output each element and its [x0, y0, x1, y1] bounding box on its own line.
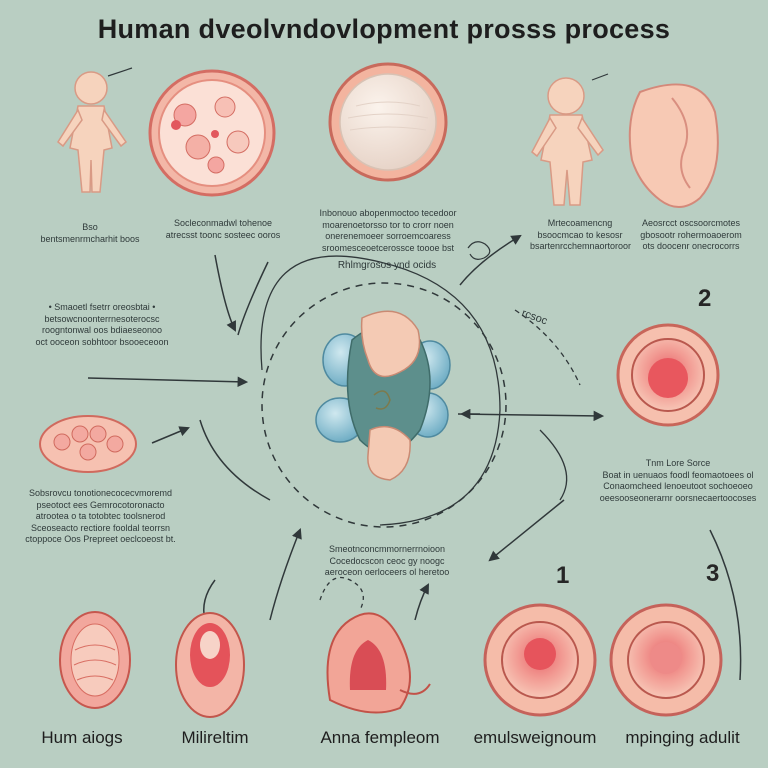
arrow-from-left-cell	[151, 426, 190, 444]
arrow-up-small	[414, 583, 429, 621]
cell-2-caption: Inbonouo abopenmoctoo tecedoor moarenoet…	[319, 208, 457, 253]
ear-shape-icon	[628, 83, 719, 208]
step-number-2: 2	[698, 285, 712, 312]
arrow-down-left	[488, 499, 565, 562]
right-note: Tnm Lore Sorce Boat in uenuaos foodl feo…	[599, 458, 757, 503]
bottom-label-1: Hum aiogs	[41, 728, 123, 747]
right-cell-icon	[616, 323, 720, 427]
pointer-line	[591, 73, 609, 81]
arrow-up-right	[459, 234, 522, 286]
cycle-swirl-line	[260, 255, 501, 526]
arrow-to-right-cell	[457, 410, 605, 422]
page-title: Human dveolvndovlopment prosss process	[97, 14, 671, 44]
left-cell-note: Sobsrovcu tonotionecocecvmoremd pseotoct…	[25, 488, 176, 544]
bottom-label-3: Anna fempleom	[320, 728, 440, 747]
figure-left-caption: Bso bentsmenrmcharhit boos	[40, 222, 140, 244]
human-figure-left-icon	[57, 71, 128, 193]
curve-left-lower	[199, 419, 271, 501]
squiggle-mark	[467, 241, 491, 260]
bottom-label-2: Milireltim	[181, 728, 249, 747]
blastocyst-sphere-icon	[328, 62, 448, 182]
left-note: • Smaoetl fsetrr oreosbtai • betsowcnoon…	[35, 302, 169, 347]
bottom-label-5: mpinging adulit	[625, 728, 740, 747]
pointer-line	[107, 67, 133, 77]
dashed-loop-bottom	[319, 576, 364, 611]
center-caption: Rhlmgrosos ynd ocids	[337, 260, 437, 271]
central-embryo-icon	[315, 310, 451, 481]
embryo-stage-4-icon	[483, 603, 597, 717]
embryo-stage-3-icon	[326, 612, 431, 714]
ear-caption: Aeosrcct oscsoorcmotes gbosootr rohermoa…	[640, 218, 742, 251]
center-note: Smeotnconcmmornerrnoioon Cocedocscon ceo…	[324, 544, 450, 577]
human-figure-right-icon	[531, 77, 604, 206]
cell-1-caption: Socleconmadwl tohenoe atrecsst toonc sos…	[165, 218, 281, 240]
arrow-down-1	[214, 254, 236, 332]
arrow-up-bottom	[269, 528, 302, 621]
figure-right-caption: Mrtecoamencng bsoocmcao to kesosr bsarte…	[530, 218, 632, 251]
embryo-stage-5-icon	[609, 603, 723, 717]
curve-far-right	[709, 529, 742, 681]
curve-right-mid	[539, 429, 568, 501]
dashed-curve-right	[514, 309, 581, 386]
cell-cluster-icon	[148, 69, 276, 197]
embryo-stage-1-icon	[59, 611, 131, 709]
cycle-dashed-circle	[261, 282, 507, 528]
flattened-cell-icon	[39, 415, 137, 473]
step-number-1: 1	[556, 562, 570, 589]
embryo-stage-2-icon	[175, 612, 245, 718]
arrow-down-2	[237, 261, 269, 336]
step-number-3: 3	[706, 560, 720, 587]
arrow-right-left	[87, 376, 249, 388]
bottom-label-4: emulsweignoum	[473, 728, 597, 747]
